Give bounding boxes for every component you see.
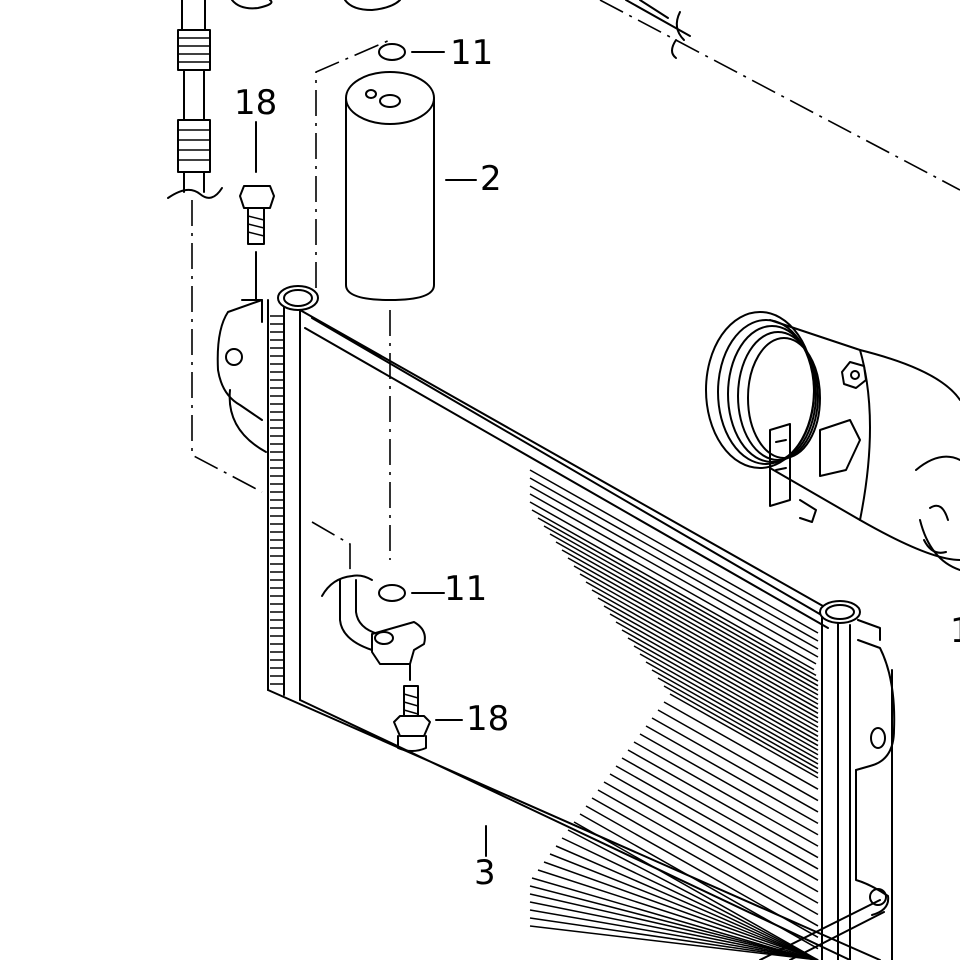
condenser-fin-line — [591, 797, 819, 927]
condenser-fin-line — [549, 533, 819, 687]
condenser-fin-line — [529, 493, 819, 658]
condenser-fin-line — [603, 605, 819, 728]
condenser-fin-line — [651, 669, 819, 765]
label-2: 2 — [480, 159, 502, 199]
condenser-fin-line — [529, 885, 817, 960]
condenser-fin-line — [597, 789, 819, 916]
seal-ring-bottom — [378, 584, 445, 602]
seal-ring-top — [378, 43, 445, 61]
condenser-fin-line — [561, 837, 819, 960]
condenser-fin-line — [529, 501, 817, 665]
condenser-fin-line — [537, 869, 817, 960]
condenser-fin-line — [573, 565, 819, 705]
condenser-fin-line — [531, 877, 815, 960]
condenser-fin-line — [651, 717, 819, 813]
condenser-fin-line — [663, 701, 819, 790]
condenser-fin-line — [633, 645, 819, 751]
condenser-fin-line — [579, 813, 819, 950]
condenser-fin-line — [669, 693, 819, 779]
condenser-fin-line — [567, 557, 819, 701]
condenser-fin-line — [543, 861, 819, 960]
condenser-fin-line — [585, 581, 819, 714]
condenser-fin-line — [609, 613, 819, 733]
condenser-fin-line — [633, 741, 819, 847]
condenser-fin-line — [531, 509, 815, 671]
condenser-fin-line — [567, 829, 819, 960]
condenser-fin-line — [555, 845, 819, 960]
condenser-fin-line — [627, 749, 819, 859]
assembly-guide-line — [599, 0, 960, 191]
condenser-fin-line — [615, 765, 819, 881]
condenser-fin-line — [639, 653, 819, 756]
condenser-fin-line — [543, 525, 819, 682]
pipe-connection — [311, 521, 426, 681]
condenser-fin-line — [549, 853, 819, 960]
refrigerant-hose — [167, 0, 401, 493]
receiver-drier — [315, 39, 435, 560]
condenser-fin-line — [657, 709, 819, 802]
condenser-fin-line — [597, 597, 819, 724]
condenser-fin-line — [529, 893, 819, 960]
condenser-fin-line — [591, 589, 819, 719]
condenser-fin-line — [529, 909, 819, 960]
condenser-fin-line — [529, 485, 819, 650]
condenser-fin-line — [645, 661, 819, 761]
condenser-fin-line — [615, 621, 819, 737]
condenser-fin-line — [529, 917, 819, 960]
condenser-fin-line — [639, 733, 819, 836]
compressor — [705, 311, 960, 571]
condenser-fin-line — [621, 757, 819, 870]
leader-lines — [255, 123, 487, 857]
condenser — [216, 285, 896, 960]
condenser-fin-line — [627, 637, 819, 747]
label-1-partial: 1 — [950, 611, 960, 651]
condenser-fin-line — [561, 549, 819, 696]
label-18-bottom: 18 — [466, 699, 509, 739]
bolt-bottom — [393, 685, 431, 752]
condenser-fin-line — [585, 805, 819, 938]
condenser-fin-line — [529, 469, 819, 634]
condenser-fin-line — [645, 725, 819, 825]
condenser-fin-line — [555, 541, 819, 691]
condenser-fin-line — [573, 821, 819, 960]
condenser-fin-line — [609, 773, 819, 893]
label-18-top: 18 — [234, 83, 277, 123]
condenser-fin-line — [663, 685, 819, 774]
condenser-fin-line — [529, 901, 819, 960]
condenser-fin-line — [603, 781, 819, 904]
label-11-bottom: 11 — [444, 569, 487, 609]
label-11-top: 11 — [450, 33, 493, 73]
condenser-fin-line — [537, 517, 817, 677]
condenser-fin-line — [579, 573, 819, 710]
condenser-fin-line — [657, 677, 819, 770]
label-3: 3 — [474, 853, 496, 893]
condenser-fin-line — [529, 477, 819, 642]
condenser-fin-line — [621, 629, 819, 742]
